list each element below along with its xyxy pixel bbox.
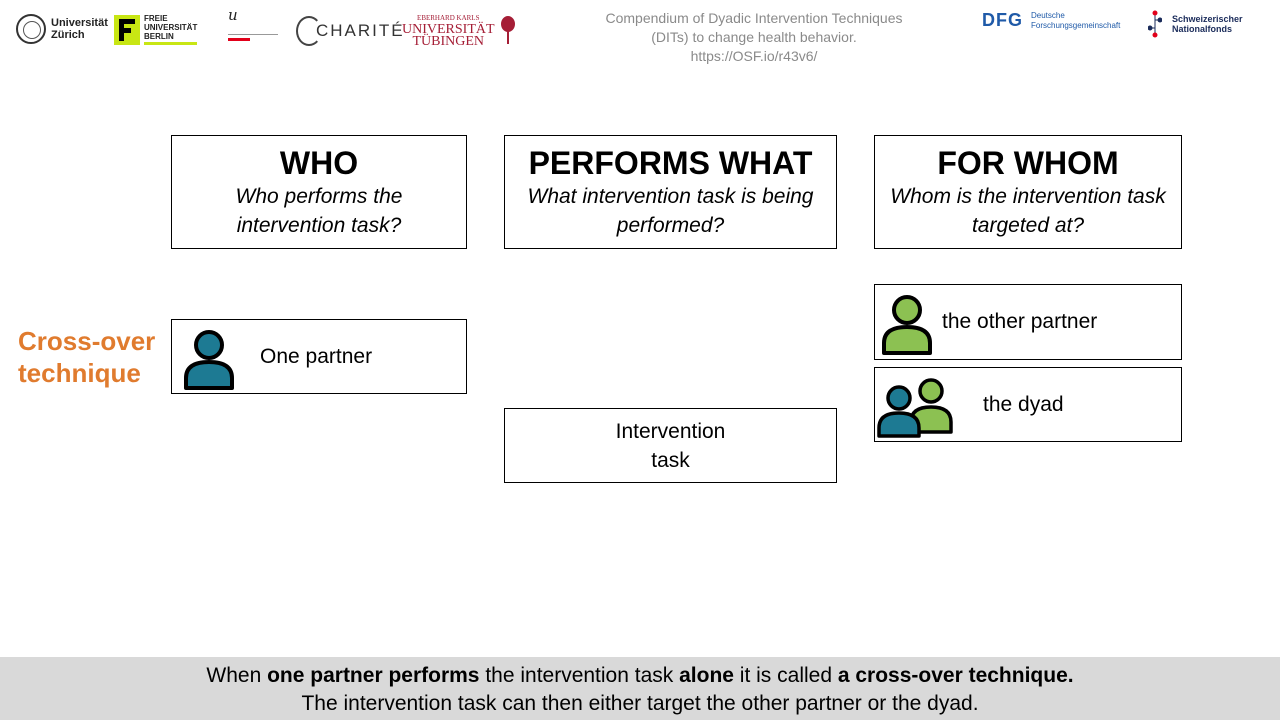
- for-whom-header-box: FOR WHOM Whom is the intervention task t…: [874, 135, 1182, 249]
- tuebingen-logo-small: EBERHARD KARLS: [417, 14, 480, 22]
- explanation-footer: When one partner performs the interventi…: [0, 657, 1280, 720]
- dfg-logo: DFG Deutsche Forschungsgemeinschaft: [982, 10, 1120, 31]
- uzh-seal-icon: [16, 14, 46, 44]
- performs-what-subtitle: What intervention task is being performe…: [527, 185, 814, 237]
- footer-line-1: When one partner performs the interventi…: [206, 664, 1074, 687]
- performs-what-header-box: PERFORMS WHAT What intervention task is …: [504, 135, 837, 249]
- who-title: WHO: [279, 145, 359, 181]
- tuebingen-logo-line-1: UNIVERSITÄT: [402, 22, 495, 37]
- task-label: Intervention task: [615, 419, 726, 472]
- target-other-partner-box: the other partner: [874, 284, 1182, 360]
- compendium-reference: Compendium of Dyadic Intervention Techni…: [594, 9, 914, 66]
- charite-c-icon: [296, 16, 322, 46]
- technique-label-line-2: technique: [18, 358, 141, 388]
- fu-logo-line-3: BERLIN: [144, 32, 174, 41]
- footer-emphasis-cross-over: a cross-over technique.: [837, 664, 1074, 687]
- who-item-label: One partner: [260, 344, 373, 368]
- uzh-logo: Universität Zürich: [16, 14, 115, 44]
- fu-logo-line-2: UNIVERSITÄT: [144, 23, 198, 32]
- uzh-logo-text: Universität Zürich: [51, 17, 108, 41]
- dfg-logo-line-1: Deutsche: [1031, 10, 1065, 20]
- snf-logo-line-2: Nationalfonds: [1172, 24, 1232, 34]
- snf-logo: Schweizerischer Nationalfonds: [1148, 10, 1243, 38]
- dfg-logo-line-2: Forschungsgemeinschaft: [1031, 20, 1121, 30]
- tree-icon: [500, 16, 515, 44]
- compendium-line-2: (DITs) to change health behavior.: [651, 29, 857, 45]
- who-subtitle: Who performs the intervention task?: [235, 185, 403, 237]
- fu-berlin-logo: FREIE UNIVERSITÄT BERLIN: [114, 14, 198, 45]
- fu-logo-icon: [114, 14, 140, 45]
- for-whom-title: FOR WHOM: [937, 145, 1119, 181]
- performs-what-title: PERFORMS WHAT: [528, 145, 813, 181]
- tuebingen-logo: EBERHARD KARLS UNIVERSITÄT TÜBINGEN: [402, 12, 515, 49]
- technique-label-line-1: Cross-over: [18, 326, 156, 356]
- footer-emphasis-one-partner: one partner performs: [267, 664, 480, 687]
- compendium-link[interactable]: https://OSF.io/r43v6/: [690, 48, 818, 64]
- footer-line-2: The intervention task can then either ta…: [301, 692, 979, 715]
- who-header-box: WHO Who performs the intervention task?: [171, 135, 467, 249]
- snf-logo-line-1: Schweizerischer: [1172, 14, 1243, 24]
- tuebingen-logo-line-2: TÜBINGEN: [412, 34, 485, 49]
- charite-logo: CHARITÉ: [296, 16, 405, 46]
- technique-label: Cross-over technique: [18, 325, 155, 389]
- target-dyad-label: the dyad: [983, 392, 1064, 416]
- charite-logo-text: CHARITÉ: [316, 21, 405, 40]
- target-other-partner-label: the other partner: [942, 310, 1098, 333]
- who-item-box: One partner: [171, 319, 467, 394]
- target-dyad-box: the dyad: [874, 367, 1182, 442]
- person-teal-icon: [184, 329, 234, 390]
- snf-dots-icon: [1148, 10, 1162, 38]
- unibe-logo-letter: u: [228, 6, 238, 24]
- unibe-logo: u: [228, 6, 278, 46]
- dfg-logo-text: DFG: [982, 10, 1023, 30]
- for-whom-subtitle: Whom is the intervention task targeted a…: [890, 185, 1166, 237]
- person-green-icon: [882, 295, 932, 355]
- dyad-icon: [877, 377, 953, 438]
- task-box: Intervention task: [504, 408, 837, 483]
- footer-emphasis-alone: alone: [679, 664, 734, 687]
- fu-logo-line-1: FREIE: [144, 14, 168, 23]
- compendium-line-1: Compendium of Dyadic Intervention Techni…: [605, 10, 903, 26]
